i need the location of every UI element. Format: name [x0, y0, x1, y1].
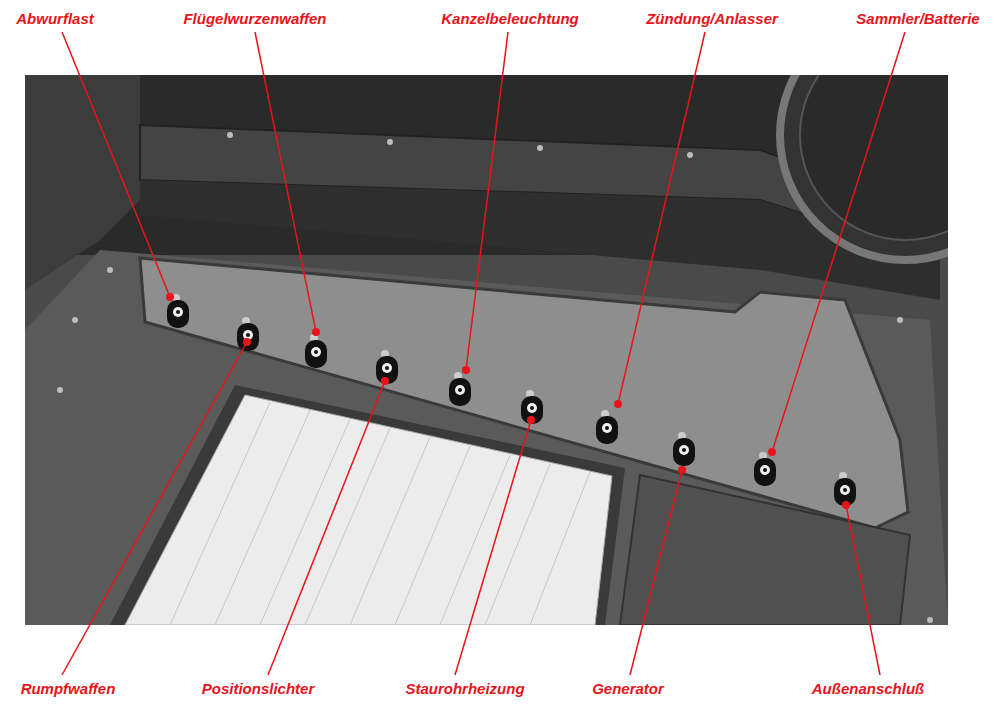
part-label: Generator — [592, 680, 664, 698]
part-label: Staurohrheizung — [405, 680, 524, 698]
part-label: Rumpfwaffen — [21, 680, 116, 698]
part-label: Abwurflast — [16, 10, 94, 28]
leader-lines — [62, 32, 905, 675]
part-label: Flügelwurzenwaffen — [183, 10, 326, 28]
part-label: Kanzelbeleuchtung — [441, 10, 579, 28]
part-label: Außenanschluß — [812, 680, 925, 698]
part-label: Positionslichter — [202, 680, 315, 698]
part-label: Zündung/Anlasser — [646, 10, 778, 28]
part-label: Sammler/Batterie — [856, 10, 979, 28]
callout-dots — [166, 293, 850, 509]
